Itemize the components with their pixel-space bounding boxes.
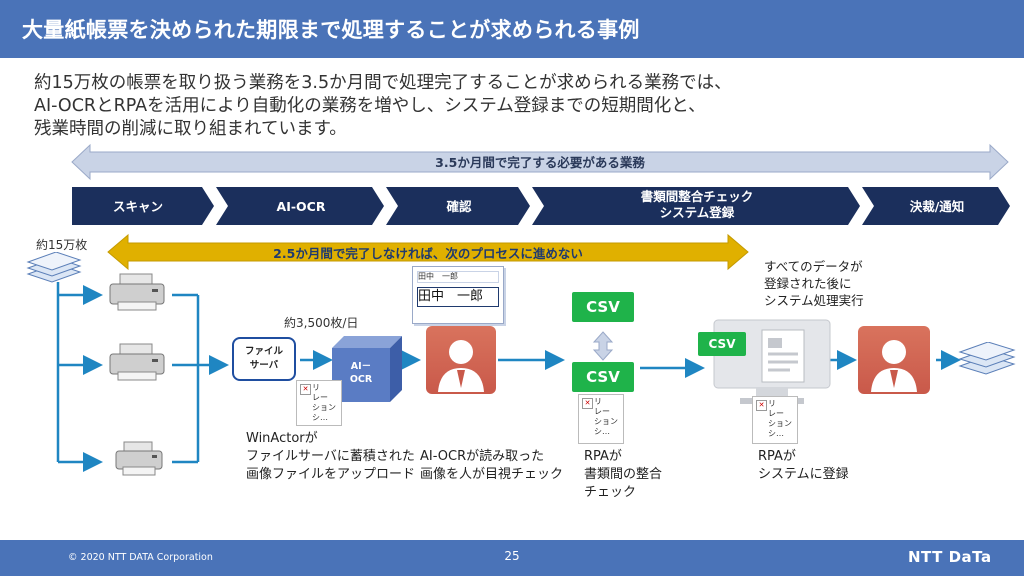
document-icon: ✕ リ レー ション シ… [578, 394, 624, 444]
scan-flow-lines [56, 282, 961, 472]
person-icon [426, 326, 496, 394]
sheets-count: 約15万枚 [36, 238, 88, 252]
footer-copyright: © 2020 NTT DATA Corporation [68, 552, 213, 563]
printer-icon [109, 343, 165, 381]
top-arrow-label: 3.5か月間で完了する必要がある業務 [435, 155, 645, 170]
paper-stack-icon [26, 252, 82, 283]
caption-ocr-check-line1: AI-OCRが読み取った [420, 449, 545, 464]
caption-rpa-check-line2: 書類間の整合 [584, 467, 663, 482]
system-note-line2: 登録された後に [764, 276, 852, 291]
step-confirm: 確認 [446, 199, 472, 214]
daily-rate: 約3,500枚/日 [284, 316, 359, 330]
caption-rpa-register: RPAが システムに登録 [758, 448, 849, 484]
intro-line-3: 残業時間の削減に取り組まれています。 [34, 119, 347, 139]
person-icon [858, 326, 930, 394]
slide-title: 大量紙帳票を決められた期限まで処理することが求められる事例 [22, 18, 640, 42]
caption-rpa-check: RPAが 書類間の整合 チェック [584, 448, 662, 502]
caption-rpa-check-line1: RPAが [584, 449, 622, 464]
caption-rpa-register-line2: システムに登録 [758, 467, 849, 482]
csv-compare-arrow [592, 331, 614, 361]
printer-icon [109, 273, 165, 311]
intro-text: 約15万枚の帳票を取り扱う業務を3.5か月間で処理完了することが求められる業務で… [34, 72, 1004, 141]
step-document-check-line1: 書類間整合チェック [640, 189, 754, 204]
ai-ocr-line1: AI－ [350, 361, 372, 372]
caption-ocr-check-line2: 画像を人が目視チェック [420, 467, 564, 482]
step-chevron-scan [72, 187, 214, 225]
gold-arrow-label: 2.5か月間で完了しなければ、次のプロセスに進めない [273, 246, 583, 261]
step-chevron-confirm [386, 187, 530, 225]
relation-label: リ レー ション シ… [768, 399, 792, 438]
broken-image-icon: ✕ [756, 400, 767, 411]
process-diagram [56, 143, 1010, 472]
csv-box-bottom: CSV [572, 362, 634, 392]
step-ai-ocr: AI-OCR [276, 199, 326, 214]
person-silhouette [438, 340, 484, 392]
system-note-line3: システム処理実行 [764, 293, 864, 308]
handwriting-line-small: 田中 一郎 [417, 271, 499, 283]
system-note: すべてのデータが 登録された後に システム処理実行 [764, 258, 864, 309]
handwriting-line-large: 田中 一郎 [417, 287, 499, 307]
ai-ocr-line2: OCR [349, 374, 373, 385]
paper-stack-icon [958, 342, 1016, 375]
footer-bar [0, 540, 1024, 576]
file-server-line2: サーバ [249, 360, 279, 371]
system-note-line1: すべてのデータが [764, 259, 863, 274]
step-approve-notify: 決裁/通知 [909, 199, 965, 214]
caption-ocr-check: AI-OCRが読み取った 画像を人が目視チェック [420, 448, 563, 484]
step-document-check-line2: システム登録 [659, 205, 735, 220]
intro-line-1: 約15万枚の帳票を取り扱う業務を3.5か月間で処理完了することが求められる業務で… [34, 73, 732, 93]
file-server-line1: ファイル [244, 346, 283, 357]
intro-line-2: AI-OCRとRPAを活用により自動化の業務を増やし、システム登録までの短期間化… [34, 96, 706, 116]
broken-image-icon: ✕ [582, 398, 593, 409]
step-chevron-aiocr [216, 187, 384, 225]
caption-winactor-line2: ファイルサーバに蓄積された [246, 449, 415, 464]
person-silhouette [871, 340, 917, 392]
relation-label: リ レー ション シ… [312, 383, 336, 422]
step-document-check: 書類間整合チェック システム登録 [544, 189, 850, 221]
step-chevron-check [532, 187, 860, 225]
file-server-box: ファイル サーバ [232, 337, 296, 381]
title-bar [0, 0, 1024, 58]
page-number: 25 [504, 549, 520, 563]
top-duration-arrow [71, 143, 1009, 181]
step-scan: スキャン [112, 199, 163, 214]
caption-winactor: WinActorが ファイルサーバに蓄積された 画像ファイルをアップロード [246, 430, 415, 484]
csv-box-top: CSV [572, 292, 634, 322]
document-icon: ✕ リ レー ション シ… [296, 380, 342, 426]
handwriting-sample: 田中 一郎 田中 一郎 [412, 266, 504, 324]
relation-label: リ レー ション シ… [594, 397, 618, 436]
ai-ocr-cube [332, 336, 402, 402]
caption-winactor-line1: WinActorが [246, 431, 318, 446]
caption-rpa-register-line1: RPAが [758, 449, 796, 464]
caption-winactor-line3: 画像ファイルをアップロード [246, 467, 416, 482]
broken-image-icon: ✕ [300, 384, 311, 395]
csv-box-system: CSV [698, 332, 746, 356]
ai-ocr-label: AI－ OCR [332, 360, 390, 386]
document-icon: ✕ リ レー ション シ… [752, 396, 798, 444]
caption-rpa-check-line3: チェック [584, 485, 637, 500]
step-chevron-approve [862, 187, 1010, 225]
gold-duration-arrow [107, 233, 749, 271]
company-logo: NTT DaTa [908, 548, 992, 566]
printer-icon [115, 441, 163, 476]
